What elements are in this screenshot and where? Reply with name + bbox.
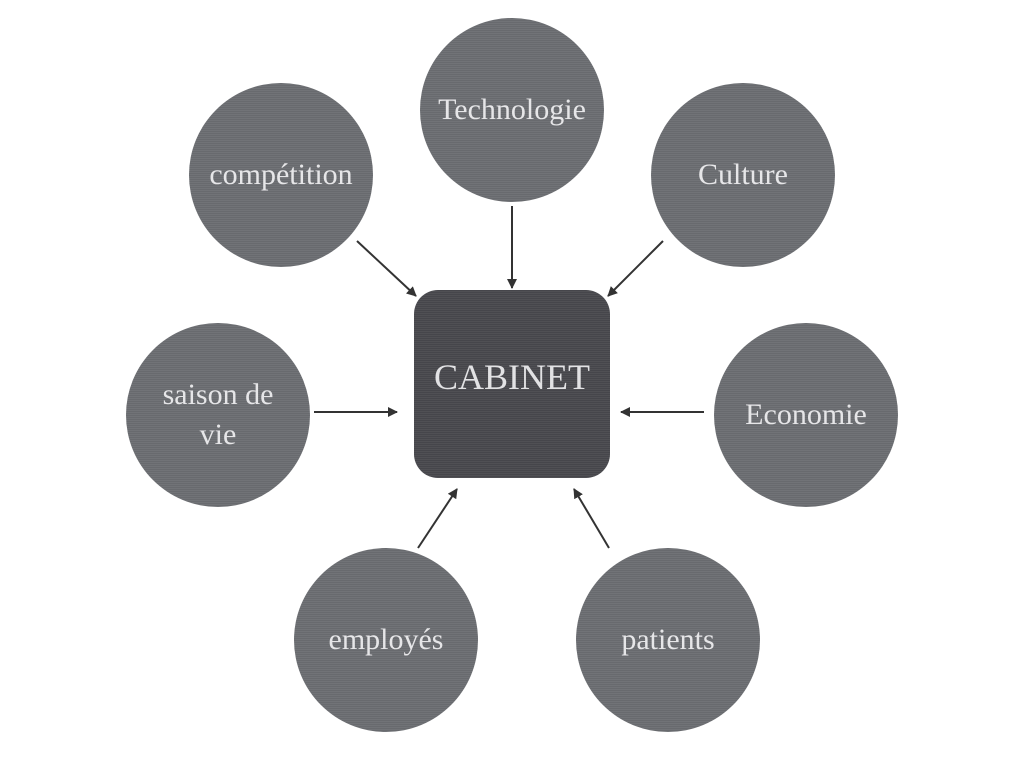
node-technologie: Technologie <box>420 18 604 202</box>
node-label: employés <box>328 623 444 656</box>
node-label: Culture <box>698 158 788 191</box>
arrow-employes <box>417 488 458 549</box>
node-label: compétition <box>209 158 353 191</box>
node-competition: compétition <box>189 83 373 267</box>
node-label: Economie <box>745 398 867 431</box>
node-patients: patients <box>576 548 760 732</box>
node-employes: employés <box>294 548 478 732</box>
node-label: Technologie <box>438 93 586 126</box>
arrow-patients <box>573 488 610 549</box>
node-saison-de-vie: saison de vie <box>126 323 310 507</box>
node-label: patients <box>621 623 715 656</box>
node-economie: Economie <box>714 323 898 507</box>
center-label: CABINET <box>434 357 590 397</box>
arrow-culture <box>607 240 664 297</box>
center-cabinet-box: CABINET <box>414 290 610 478</box>
node-culture: Culture <box>651 83 835 267</box>
arrow-competition <box>356 240 417 297</box>
node-label: saison de vie <box>162 378 274 451</box>
